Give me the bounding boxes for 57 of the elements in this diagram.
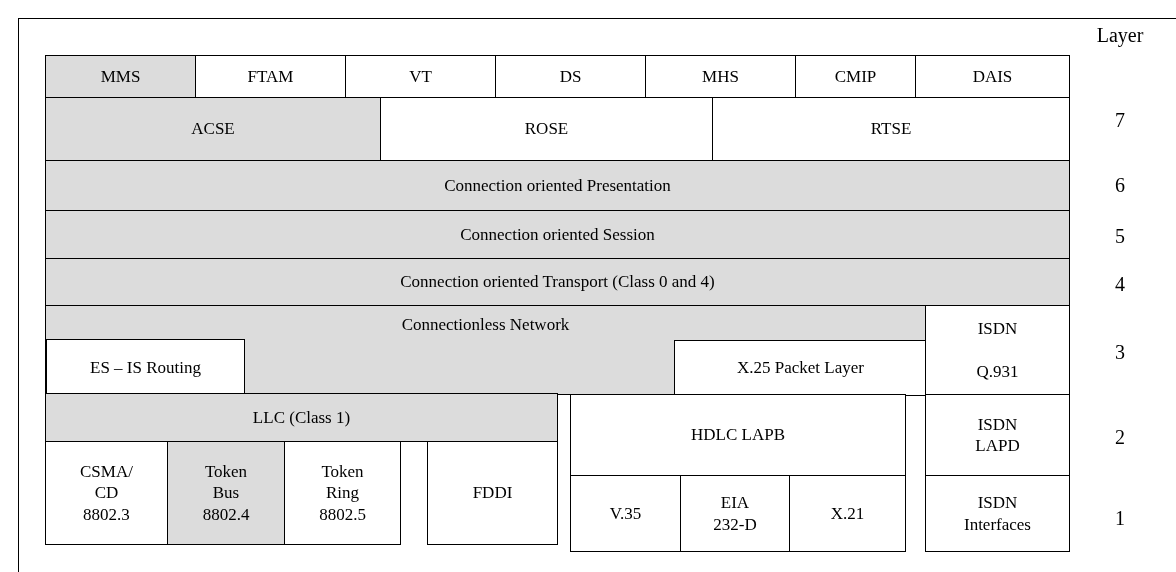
protocol-box [915,55,1070,98]
protocol-box [45,210,1070,259]
protocol-name: HDLC LAPB [691,424,785,446]
layer-number: 6 [1115,175,1125,195]
protocol-name: ISDN LAPD [975,413,1020,457]
protocol-box [45,97,381,161]
layer-number: 3 [1115,342,1125,362]
protocol-name: ISDN Interfaces [964,492,1031,535]
protocol-name: Token Bus 8802.4 [202,461,250,525]
protocol-name: Connection oriented Transport (Class 0 and 4) [400,271,715,293]
protocol-name: Token Ring 8802.5 [319,461,366,525]
protocol-box [925,394,1070,476]
protocol-name: X.25 Packet Layer [737,357,864,379]
protocol-name: DAIS [972,65,1013,88]
layer-number: 4 [1115,274,1125,294]
protocol-name: X.21 [830,502,865,525]
protocol-box [674,340,927,396]
layer-number: 1 [1115,508,1125,528]
protocol-name: ES – IS Routing [90,356,201,379]
protocol-box [45,55,196,98]
protocol-name: Connection oriented Presentation [444,174,671,197]
protocol-box [46,339,245,396]
protocol-name: CMIP [834,65,877,88]
protocol-box [925,305,1070,395]
protocol-name: Connectionless Network [401,314,570,336]
protocol-name: Connection oriented Session [460,223,655,246]
protocol-box [284,441,401,545]
protocol-name: Q.931 [976,360,1019,382]
protocol-box [427,441,558,545]
protocol-name: DS [559,65,582,88]
protocol-box [167,441,285,545]
column-header: Layer [1096,25,1144,45]
protocol-box [45,441,168,545]
protocol-box [45,393,558,442]
layer-number: 7 [1115,110,1125,130]
protocol-name: ISDN [977,318,1018,340]
layer-number: 5 [1115,226,1125,246]
protocol-name: MMS [100,65,141,88]
protocol-box [45,258,1070,306]
protocol-name: EIA 232-D [712,492,758,535]
protocol-box [570,475,681,552]
protocol-box [925,475,1070,552]
protocol-box [789,475,906,552]
protocol-name: FDDI [472,482,513,504]
protocol-name: FTAM [247,65,294,88]
protocol-name: LLC (Class 1) [252,406,351,429]
protocol-name: VT [409,65,432,88]
protocol-name: ACSE [191,118,235,140]
protocol-name: ROSE [524,118,569,140]
protocol-box [45,160,1070,211]
protocol-name: V.35 [609,502,642,525]
protocol-box [45,305,926,395]
layer-number: 2 [1115,427,1125,447]
protocol-name: CSMA/ CD 8802.3 [80,461,133,525]
protocol-name: RTSE [870,118,912,140]
protocol-name: MHS [702,65,739,88]
protocol-box [570,394,906,476]
